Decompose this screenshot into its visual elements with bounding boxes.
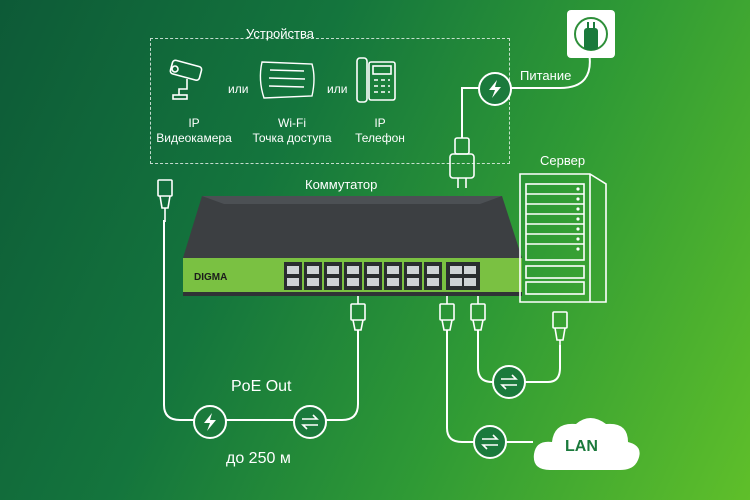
switch-brand: DIGMA [194, 272, 227, 283]
power-socket-icon [567, 10, 615, 58]
rj45-connector-icon [470, 296, 486, 331]
switch-label: Коммутатор [305, 177, 378, 192]
poe-out-label: PoE Out [231, 378, 292, 395]
rj45-connector-icon [350, 296, 366, 331]
lightning-icon [204, 413, 216, 431]
devices-title: Устройства [245, 26, 314, 41]
power-label: Питание [520, 68, 572, 83]
ip-camera-icon [169, 59, 203, 100]
poe-distance-label: до 250 м [226, 450, 291, 467]
data-exchange-icon [301, 414, 319, 430]
lightning-icon [489, 80, 501, 98]
power-plug-icon [449, 137, 475, 188]
switch-device: DIGMA [183, 196, 522, 296]
lan-label: LAN [565, 438, 598, 455]
power-cable [461, 51, 591, 138]
rj45-connector-icon [157, 179, 173, 222]
access-point-label: Wi-Fi Точка доступа [252, 116, 332, 145]
phone-label: IP Телефон [355, 116, 405, 145]
poe-power-circle [193, 405, 227, 439]
server-rack-icon [519, 173, 607, 303]
access-point-icon [259, 61, 315, 99]
ip-phone-icon [356, 57, 396, 103]
power-circle [478, 72, 512, 106]
poe-data-circle [293, 405, 327, 439]
devices-box [150, 38, 510, 164]
data-exchange-icon [500, 374, 518, 390]
cloud-icon [533, 418, 640, 470]
rj45-connector-icon [552, 311, 568, 348]
rj45-connector-icon [439, 296, 455, 331]
or-label-1: или [228, 82, 249, 96]
lan-cable [446, 330, 533, 443]
camera-label: IP Видеокамера [156, 116, 232, 145]
data-exchange-icon [481, 434, 499, 450]
server-data-circle [492, 365, 526, 399]
poe-cable [163, 220, 359, 421]
server-label: Сервер [540, 153, 586, 168]
lan-data-circle [473, 425, 507, 459]
or-label-2: или [327, 82, 348, 96]
